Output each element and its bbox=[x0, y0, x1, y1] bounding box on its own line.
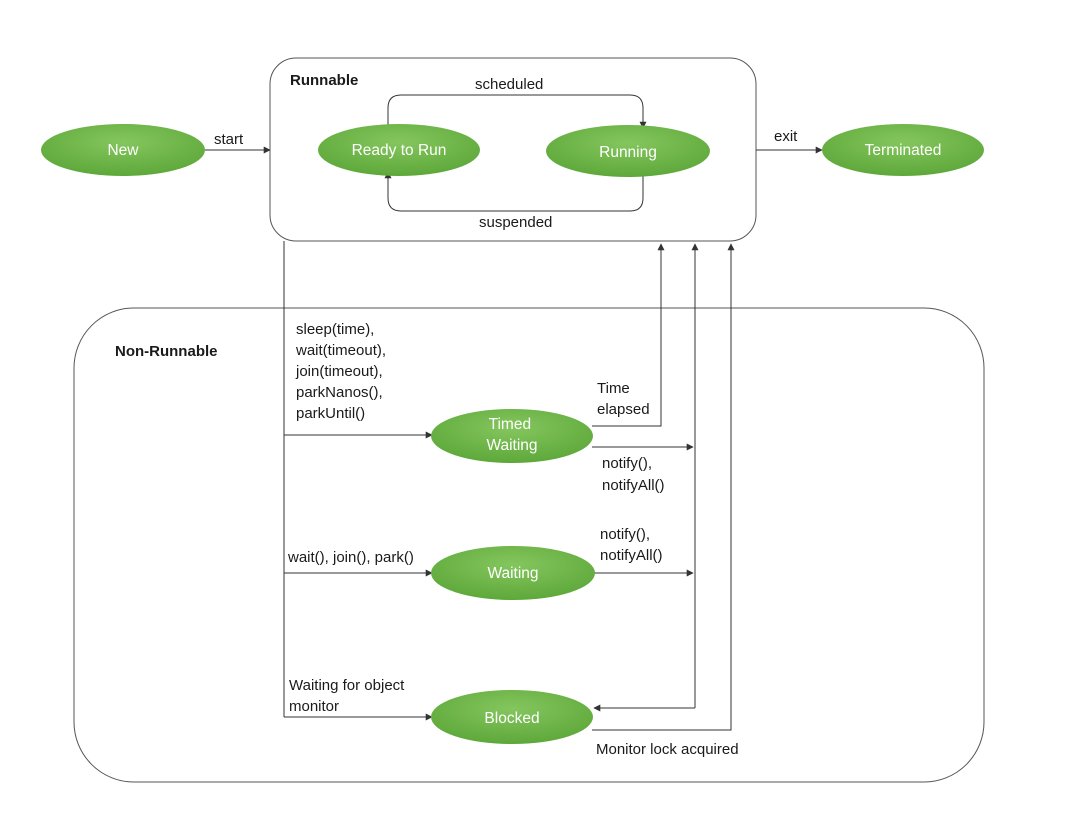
state-timed-waiting-label-line1: Timed bbox=[489, 416, 532, 433]
state-terminated: Terminated bbox=[822, 124, 984, 176]
timed-notify-label: notify(), notifyAll() bbox=[602, 455, 665, 494]
runnable-group-label: Runnable bbox=[290, 72, 358, 89]
state-ready-to-run-label: Ready to Run bbox=[352, 142, 447, 159]
state-running: Running bbox=[546, 125, 710, 177]
state-ready-to-run: Ready to Run bbox=[318, 124, 480, 176]
scheduled-label: scheduled bbox=[475, 76, 543, 93]
monitor-acquired-arrow bbox=[592, 243, 735, 731]
non-runnable-group-label: Non-Runnable bbox=[115, 343, 218, 360]
time-elapsed-arrow bbox=[592, 243, 665, 427]
waiting-entry-label: wait(), join(), park() bbox=[287, 549, 414, 566]
state-terminated-label: Terminated bbox=[865, 142, 942, 159]
state-blocked: Blocked bbox=[431, 690, 593, 744]
state-new: New bbox=[41, 124, 205, 176]
state-new-label: New bbox=[107, 142, 139, 159]
waiting-notify-label: notify(), notifyAll() bbox=[600, 526, 663, 564]
blocked-entry-label: Waiting for object monitor bbox=[289, 677, 409, 715]
state-waiting-label: Waiting bbox=[487, 565, 538, 582]
state-blocked-label: Blocked bbox=[484, 710, 539, 727]
state-running-label: Running bbox=[599, 144, 657, 161]
non-runnable-group-box bbox=[73, 307, 985, 783]
start-label: start bbox=[214, 131, 244, 148]
state-waiting: Waiting bbox=[431, 546, 595, 600]
svg-text:Timed Waiting: Timed Waiting bbox=[486, 416, 537, 454]
scheduled-arrow bbox=[387, 94, 647, 130]
state-timed-waiting: Timed Waiting bbox=[431, 409, 593, 463]
transition-lines bbox=[205, 94, 823, 731]
exit-label: exit bbox=[774, 128, 798, 145]
suspended-arrow bbox=[384, 171, 644, 212]
time-elapsed-label: Time elapsed bbox=[597, 380, 650, 418]
suspended-label: suspended bbox=[479, 214, 552, 231]
timed-entry-label: sleep(time), wait(timeout), join(timeout… bbox=[295, 321, 390, 422]
monitor-acquired-label: Monitor lock acquired bbox=[596, 741, 739, 758]
state-timed-waiting-label-line2: Waiting bbox=[486, 437, 537, 454]
